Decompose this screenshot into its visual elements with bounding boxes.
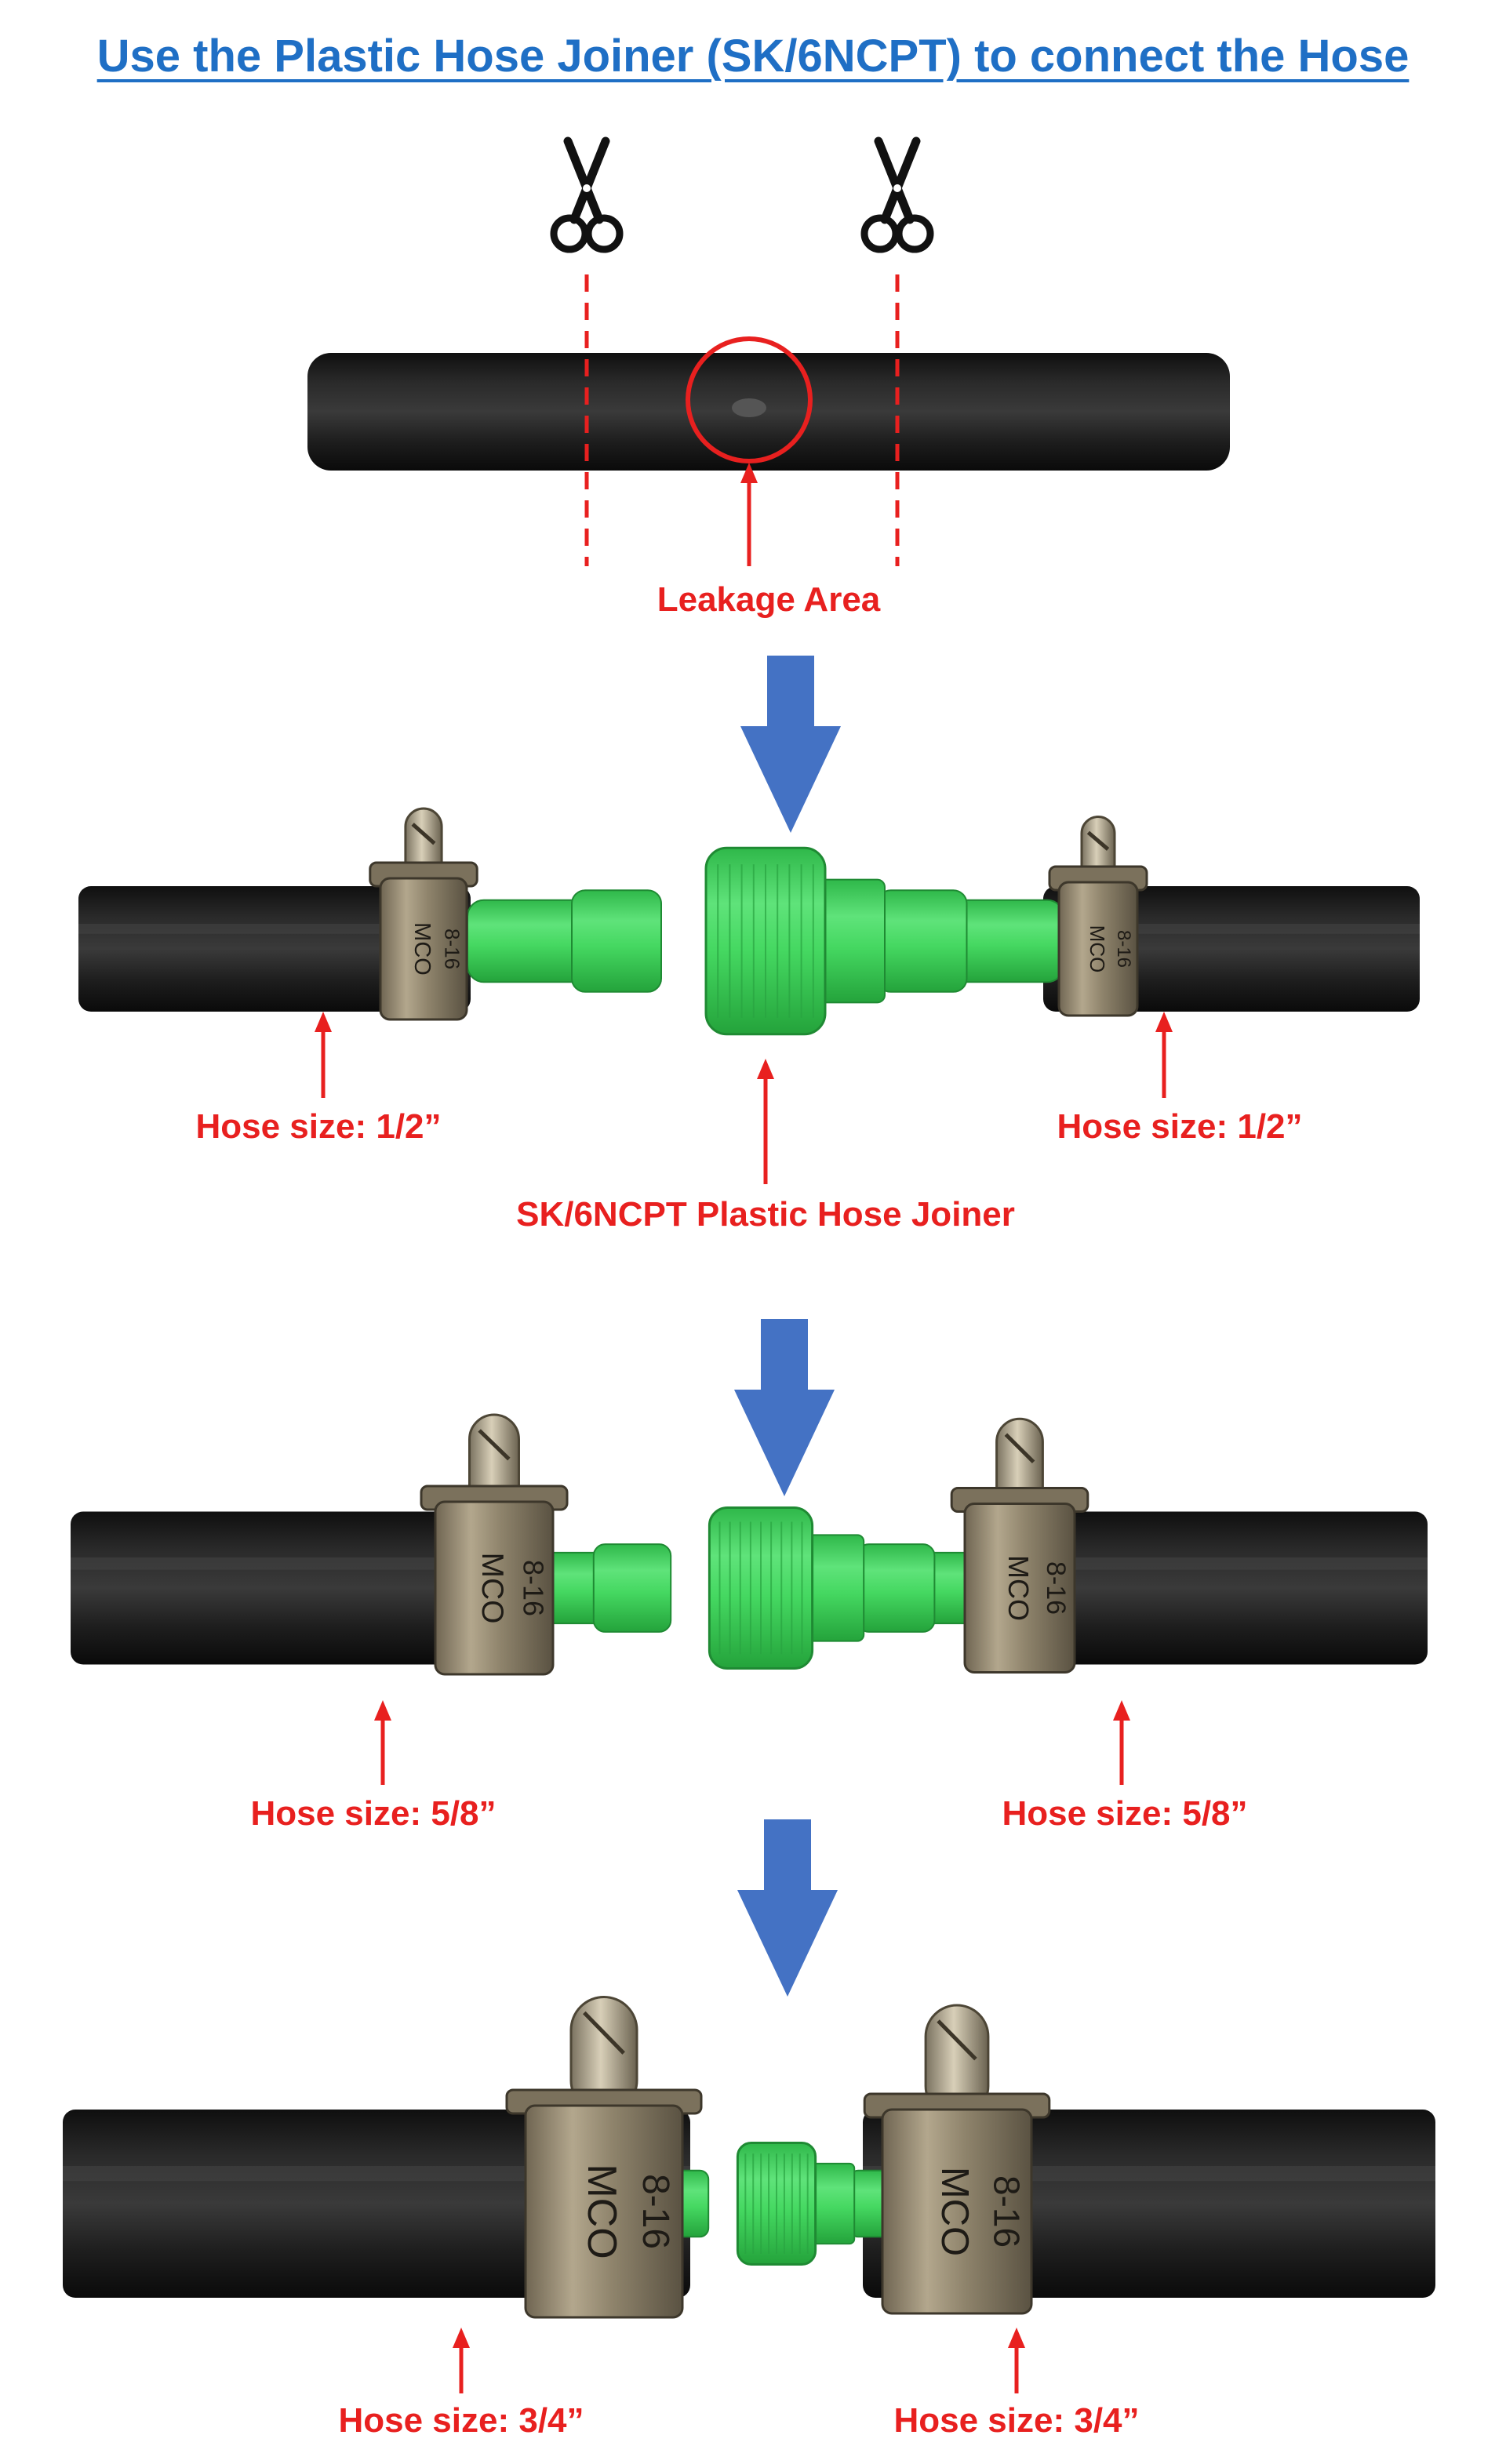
down-arrow-icon: [740, 656, 841, 833]
hose-clamp-icon: MCO 8-16: [369, 807, 478, 1021]
leak-highlight-circle: [686, 336, 813, 463]
hose-clamp-icon: MCO 8-16: [505, 1996, 703, 2319]
scissors-icon: [550, 136, 624, 253]
svg-text:MCO: MCO: [475, 1553, 509, 1624]
leak-section: [307, 274, 1230, 566]
down-arrow-icon: [734, 1319, 835, 1496]
hose-size-label-five-eighths-left: Hose size: 5/8”: [250, 1794, 497, 1833]
svg-text:MCO: MCO: [409, 922, 435, 976]
hose-size-label-three-quarter-left: Hose size: 3/4”: [338, 2401, 584, 2440]
page-title: Use the Plastic Hose Joiner (SK/6NCPT) t…: [96, 31, 1410, 82]
svg-text:MCO: MCO: [1086, 925, 1109, 973]
pointer-arrow-icon: [757, 1059, 774, 1184]
hose-left-half: [78, 886, 471, 1012]
svg-text:8-16: 8-16: [1041, 1561, 1071, 1615]
pointer-arrow-icon: [1155, 1012, 1173, 1098]
hose-size-label-half-right: Hose size: 1/2”: [1057, 1107, 1303, 1146]
hose-clamp-icon: MCO 8-16: [420, 1413, 569, 1676]
damaged-hose: [307, 353, 1230, 471]
pointer-arrow-icon: [374, 1700, 391, 1785]
svg-text:8-16: 8-16: [441, 929, 464, 969]
svg-text:MCO: MCO: [1002, 1555, 1035, 1621]
joiner-half: [467, 846, 1064, 1036]
hose-right-five-eighths: [1028, 1511, 1428, 1665]
hose-clamp-icon: MCO 8-16: [863, 2004, 1051, 2315]
svg-text:8-16: 8-16: [987, 2175, 1028, 2248]
svg-text:MCO: MCO: [933, 2167, 976, 2256]
hose-size-label-half-left: Hose size: 1/2”: [195, 1107, 442, 1146]
pointer-arrow-icon: [1113, 1700, 1130, 1785]
leakage-area-label: Leakage Area: [657, 580, 881, 619]
pointer-arrow-icon: [315, 1012, 332, 1098]
svg-text:MCO: MCO: [579, 2164, 624, 2259]
down-arrow-icon: [737, 1819, 838, 1997]
pointer-arrow-icon: [740, 463, 758, 566]
scissors-icon: [860, 136, 934, 253]
pointer-arrow-icon: [453, 2328, 470, 2393]
hose-size-label-five-eighths-right: Hose size: 5/8”: [1002, 1794, 1248, 1833]
joiner-name-label: SK/6NCPT Plastic Hose Joiner: [516, 1195, 1015, 1234]
hose-left-five-eighths: [71, 1511, 502, 1665]
pointer-arrow-icon: [1008, 2328, 1025, 2393]
joiner-five-eighths: [503, 1506, 1020, 1670]
svg-text:8-16: 8-16: [635, 2174, 676, 2249]
svg-text:8-16: 8-16: [518, 1560, 550, 1616]
hose-size-label-three-quarter-right: Hose size: 3/4”: [893, 2401, 1140, 2440]
leak-hole: [732, 398, 766, 417]
svg-text:8-16: 8-16: [1113, 930, 1134, 968]
